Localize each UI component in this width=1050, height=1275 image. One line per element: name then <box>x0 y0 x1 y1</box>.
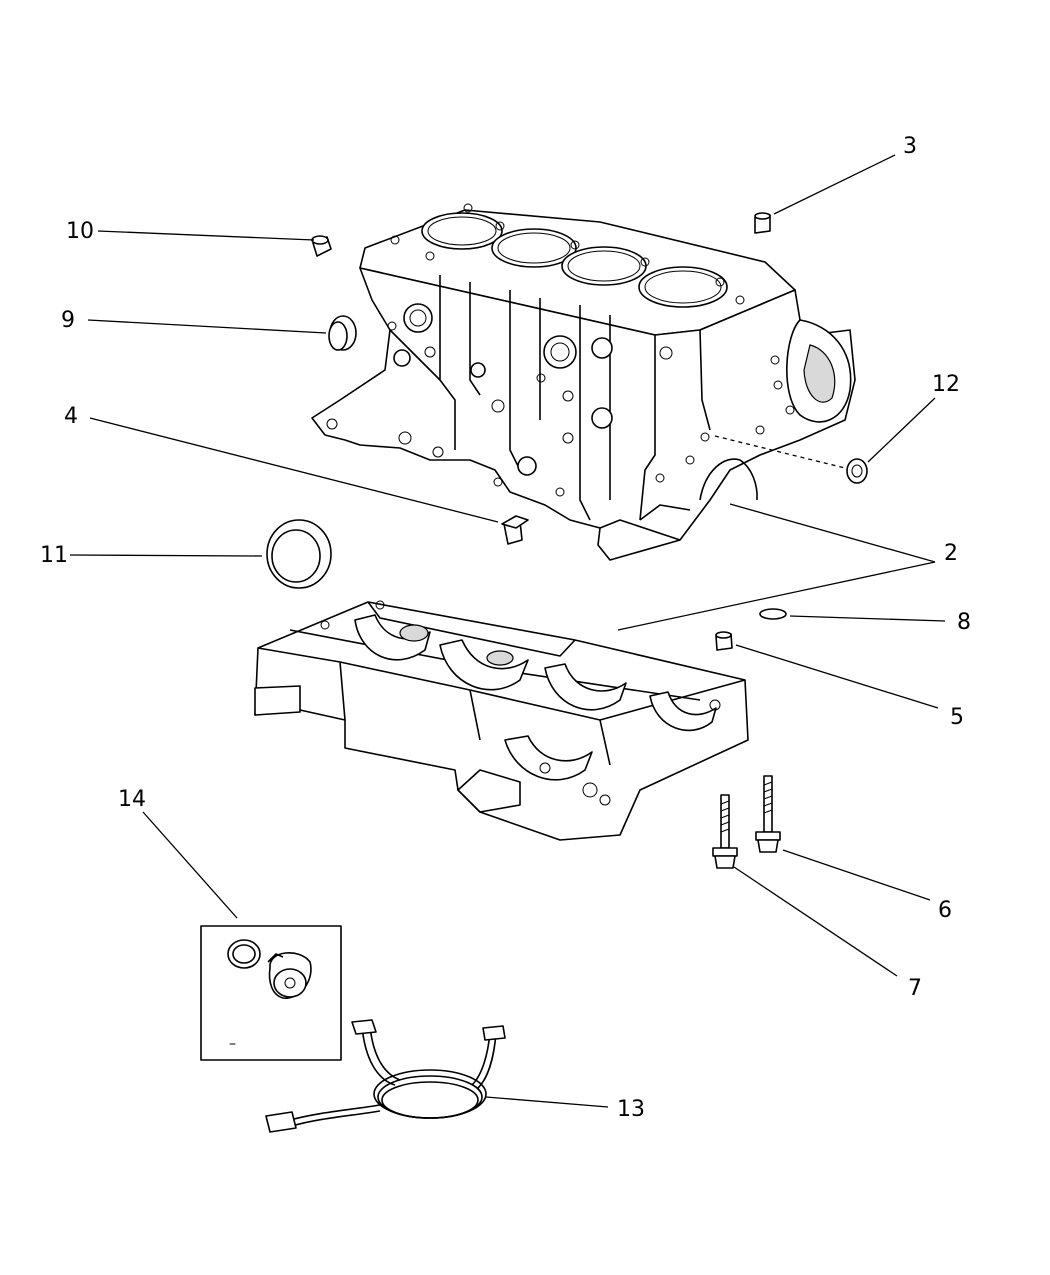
o-ring-8 <box>759 608 787 620</box>
crank-seal-11 <box>266 519 332 589</box>
callout-2: 2 <box>944 541 958 566</box>
cup-plug-12 <box>846 458 868 484</box>
bedplate <box>254 600 749 841</box>
callout-10: 10 <box>66 219 94 244</box>
dowel-3 <box>754 212 771 234</box>
callout-3: 3 <box>903 134 917 159</box>
inset-mark: – <box>229 1036 236 1052</box>
cup-plug-9 <box>328 315 357 351</box>
bolt-6 <box>755 775 781 853</box>
heater-kit-inset <box>200 925 342 1061</box>
callout-5: 5 <box>950 705 964 730</box>
block-heater-cord <box>265 1019 506 1133</box>
callout-6: 6 <box>938 898 952 923</box>
callout-9: 9 <box>61 308 75 333</box>
bolt-7 <box>712 794 738 869</box>
callout-11: 11 <box>40 543 68 568</box>
drain-plug-4 <box>501 515 529 545</box>
callout-7: 7 <box>908 976 922 1001</box>
callout-labels: 3 10 9 12 4 11 2 8 5 14 6 7 13 – <box>40 134 971 1122</box>
inset-o-ring <box>227 939 261 969</box>
callout-13: 13 <box>617 1097 645 1122</box>
callout-12: 12 <box>932 372 960 397</box>
dowel-10 <box>311 235 332 257</box>
callout-14: 14 <box>118 787 146 812</box>
engine-block <box>311 203 856 561</box>
dowel-5 <box>715 631 733 651</box>
leader-lines <box>69 154 946 1108</box>
callout-8: 8 <box>957 610 971 635</box>
callout-4: 4 <box>64 404 78 429</box>
